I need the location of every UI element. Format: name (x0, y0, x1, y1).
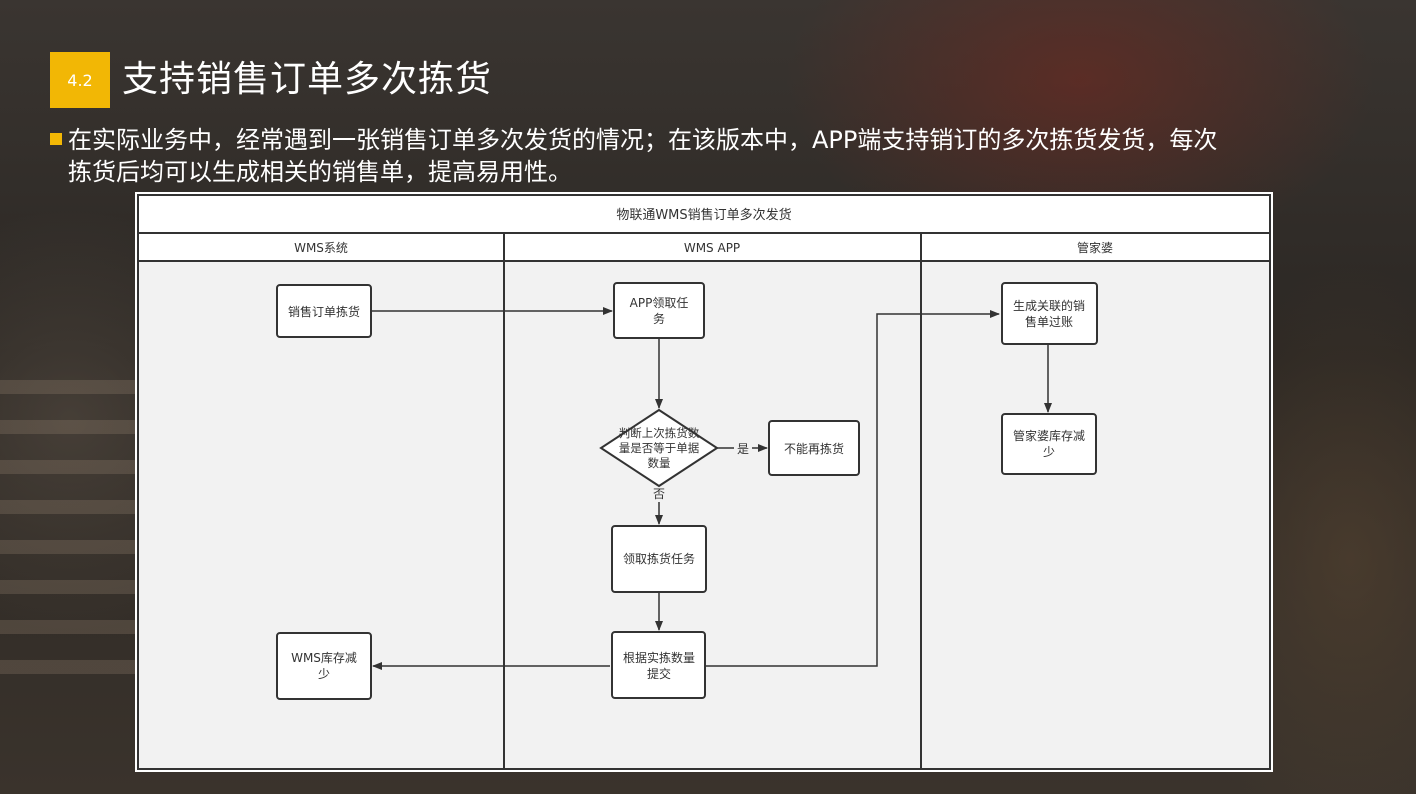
node-cannot-pick-label: 不能再拣货 (784, 441, 844, 456)
edge-label-yes: 是 (737, 442, 749, 456)
lane-label-gjp: 管家婆 (1077, 240, 1113, 255)
edge-label-no-bg (650, 486, 668, 502)
node-wms-stock-reduce-label-1: WMS库存减 (291, 650, 357, 665)
node-generate-sales-label-2: 售单过账 (1025, 314, 1073, 329)
edge-label-yes-bg (734, 440, 752, 456)
node-sales-order-pick: 销售订单拣货 (276, 284, 372, 338)
flowchart-container: 物联通WMS销售订单多次发货 WMS系统 WMS APP 管家婆 是 否 销售订… (135, 192, 1273, 772)
node-gjp-stock-reduce-label-2: 少 (1043, 445, 1055, 459)
node-generate-sales: 生成关联的销 售单过账 (1001, 282, 1098, 345)
edge-submit-to-gjp-sales (705, 310, 1000, 667)
section-number-badge: 4.2 (50, 52, 110, 108)
node-gjp-stock-reduce: 管家婆库存减 少 (1001, 413, 1097, 475)
description-line-1: 在实际业务中，经常遇到一张销售订单多次发货的情况；在该版本中，APP端支持销订的… (68, 126, 1218, 154)
node-cannot-pick: 不能再拣货 (768, 420, 860, 476)
node-wms-stock-reduce-label-2: 少 (318, 667, 330, 681)
flowchart: 物联通WMS销售订单多次发货 WMS系统 WMS APP 管家婆 是 否 销售订… (137, 194, 1271, 770)
node-app-receive-task: APP领取任 务 (613, 282, 705, 339)
background-shelves (0, 380, 140, 680)
node-submit-actual: 根据实拣数量 提交 (611, 631, 706, 699)
node-app-receive-task-label-2: 务 (653, 311, 665, 326)
node-gjp-stock-reduce-label-1: 管家婆库存减 (1013, 428, 1085, 443)
node-judge-decision: 判断上次拣货数 量是否等于单据 数量 (599, 408, 719, 488)
node-wms-stock-reduce: WMS库存减 少 (276, 632, 372, 700)
node-generate-sales-label-1: 生成关联的销 (1013, 298, 1085, 313)
node-app-receive-task-label-1: APP领取任 (630, 296, 689, 310)
lane-label-app: WMS APP (684, 241, 740, 255)
lane-header-app (503, 232, 922, 262)
node-submit-actual-label-1: 根据实拣数量 (623, 650, 695, 665)
lane-label-wms: WMS系统 (294, 241, 348, 255)
node-sales-order-pick-label: 销售订单拣货 (288, 304, 360, 319)
diagram-title-band (137, 194, 1271, 234)
node-receive-pick-task: 领取拣货任务 (611, 525, 707, 593)
bullet-square-icon (50, 133, 62, 145)
node-judge-label-2: 量是否等于单据 (619, 441, 700, 455)
lane-header-gjp (920, 232, 1271, 262)
node-submit-actual-label-2: 提交 (647, 666, 671, 681)
diagram-title: 物联通WMS销售订单多次发货 (616, 207, 791, 223)
edge-label-no: 否 (653, 487, 665, 501)
lane-header-wms (137, 232, 505, 262)
page-title: 支持销售订单多次拣货 (122, 59, 493, 100)
description: 在实际业务中，经常遇到一张销售订单多次发货的情况；在该版本中，APP端支持销订的… (50, 124, 1370, 188)
description-line-2: 拣货后均可以生成相关的销售单，提高易用性。 (68, 158, 572, 186)
node-judge-label-1: 判断上次拣货数 (619, 426, 700, 440)
node-receive-pick-task-label: 领取拣货任务 (623, 551, 695, 566)
node-judge-label-3: 数量 (648, 456, 671, 470)
section-number: 4.2 (67, 70, 93, 90)
